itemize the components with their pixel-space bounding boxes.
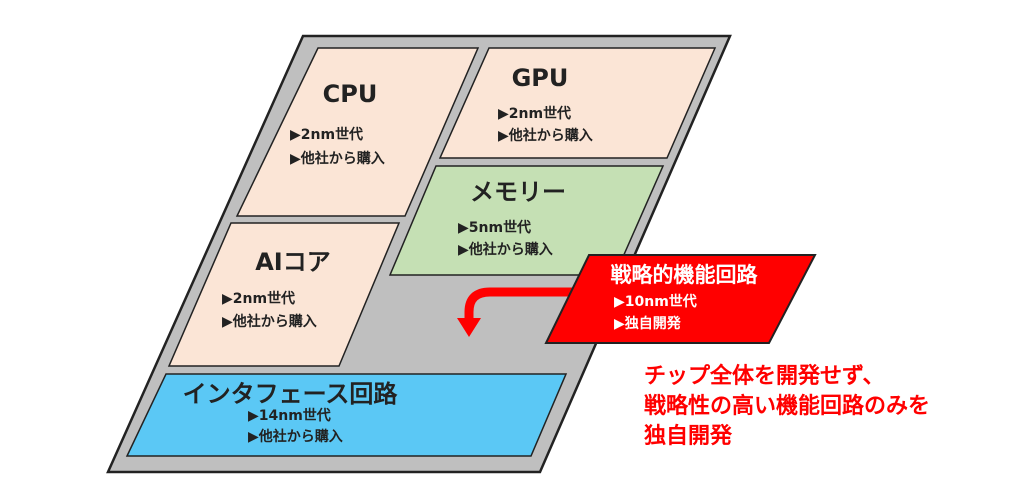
ai-core-block-shape [167, 222, 401, 367]
ai-core-bullet-source: ▶他社から購入 [222, 313, 317, 330]
cpu-bullet-source: ▶他社から購入 [290, 150, 385, 167]
gpu-title: GPU [512, 64, 569, 92]
strategic-title: 戦略的機能回路 [611, 263, 759, 287]
strategic-bullet-source: ▶独自開発 [614, 315, 682, 332]
cpu-block-shape [235, 47, 480, 217]
cpu-title: CPU [323, 80, 378, 108]
strategic-block: 戦略的機能回路 ▶10nm世代 ▶独自開発 [544, 254, 817, 344]
ai-core-block: AIコア ▶2nm世代 ▶他社から購入 [167, 222, 401, 367]
interface-bullet-source: ▶他社から購入 [248, 428, 343, 445]
insert-arrow [457, 287, 584, 337]
interface-block-shape [125, 373, 568, 457]
ai-core-title: AIコア [255, 248, 331, 276]
insert-arrow-head [457, 318, 481, 337]
cpu-bullet-generation: ▶2nm世代 [290, 126, 363, 143]
interface-block: インタフェース回路 ▶14nm世代 ▶他社から購入 [125, 373, 568, 457]
memory-block: メモリー ▶5nm世代 ▶他社から購入 [388, 165, 665, 276]
strategic-block-shape [544, 254, 817, 344]
memory-title: メモリー [470, 178, 566, 206]
insert-arrow-shaft [464, 287, 584, 319]
gpu-bullet-source: ▶他社から購入 [498, 127, 593, 144]
caption-line-2: 戦略性の高い機能回路のみを [644, 393, 930, 419]
ai-core-bullet-generation: ▶2nm世代 [222, 290, 295, 307]
strategic-bullet-generation: ▶10nm世代 [614, 293, 697, 310]
gpu-bullet-generation: ▶2nm世代 [498, 105, 571, 122]
caption: チップ全体を開発せず、 戦略性の高い機能回路のみを 独自開発 [644, 363, 930, 449]
interface-title: インタフェース回路 [183, 380, 399, 408]
gpu-block-shape [438, 47, 717, 159]
interface-bullet-generation: ▶14nm世代 [248, 407, 331, 424]
caption-line-3: 独自開発 [644, 423, 733, 449]
memory-bullet-generation: ▶5nm世代 [458, 219, 531, 236]
memory-bullet-source: ▶他社から購入 [458, 241, 553, 258]
gpu-block: GPU ▶2nm世代 ▶他社から購入 [438, 47, 717, 159]
caption-line-1: チップ全体を開発せず、 [644, 363, 884, 389]
cpu-block: CPU ▶2nm世代 ▶他社から購入 [235, 47, 480, 217]
